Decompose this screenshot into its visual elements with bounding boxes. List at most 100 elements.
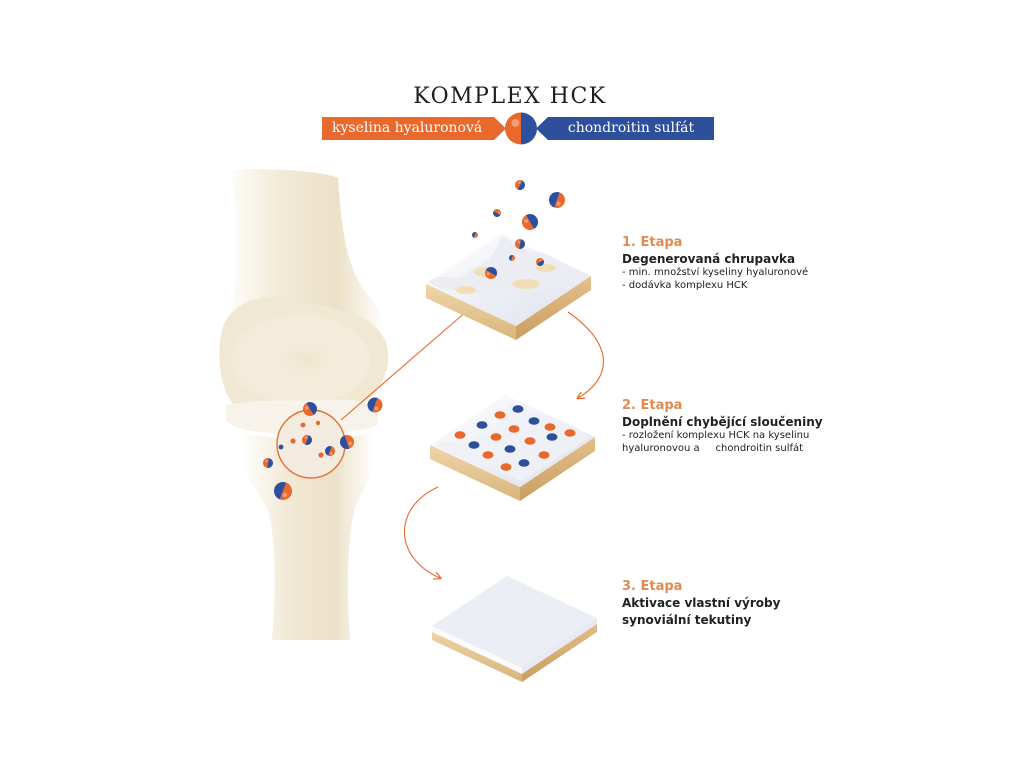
- stage-1-falling-ball-blue-half: [526, 214, 538, 229]
- stage-1-falling-ball-shine: [497, 211, 500, 214]
- joint-particle: [278, 444, 284, 450]
- stage-2-compound-dot: [490, 433, 502, 441]
- stage-1-cartilage: [426, 234, 591, 340]
- stage-1-line-2: - dodávka komplexu HCK: [622, 280, 748, 291]
- stage-1-falling-ball: [472, 232, 478, 238]
- joint-hck-ball: [303, 402, 317, 416]
- right-band-arrow-tip: [536, 117, 548, 140]
- stage-1-heading: Degenerovaná chrupavka: [622, 252, 796, 266]
- stage-1-falling-ball-orange-half: [473, 232, 478, 238]
- joint-particle: [318, 452, 324, 458]
- stage-1-falling-ball-blue-half: [549, 192, 560, 208]
- arrow-joint-to-stage-1: [340, 310, 468, 421]
- stage-1-falling-ball-blue-half: [485, 267, 497, 276]
- stage-3-smooth-surface: [432, 576, 597, 668]
- stage-1-falling-ball-shine: [474, 235, 477, 238]
- hck-complex-ball-shine: [511, 118, 520, 127]
- stage-2-line-1: - rozložení komplexu HCK na kyselinu: [622, 430, 810, 441]
- joint-hck-ball: [274, 482, 292, 500]
- stage-1-falling-ball: [522, 214, 538, 230]
- stage-2-compound-dot: [528, 417, 540, 425]
- stage-1-falling-ball: [549, 192, 565, 208]
- stage-1-falling-ball-shine: [517, 240, 520, 244]
- stage-1-falling-ball-orange-half: [554, 192, 565, 208]
- joint-hck-ball-blue-half: [274, 482, 287, 500]
- stage-2-compound-dot: [564, 429, 576, 437]
- stage-2-compound-dot: [504, 445, 516, 453]
- stage-1-falling-ball-orange-half: [510, 255, 515, 261]
- stage-1-line-1: - min. množství kyseliny hyaluronové: [622, 267, 809, 278]
- stage-1-bare-patch: [456, 286, 476, 294]
- hck-complex-ball: [505, 112, 537, 145]
- joint-hck-ball-shine: [304, 436, 308, 440]
- arrow-stage-1-to-2: [567, 311, 604, 398]
- stage-1-falling-ball-orange-half: [515, 239, 521, 249]
- stage-1-falling-ball-orange-half: [485, 270, 497, 279]
- joint-hck-ball-orange-half: [344, 435, 354, 449]
- stage-2-cartilage-cartilage-surface: [436, 403, 590, 481]
- diagram-title: KOMPLEX HCK: [413, 84, 607, 109]
- stage-1-cartilage-side-left: [426, 284, 516, 340]
- joint-particle: [315, 420, 321, 426]
- stage-1-bare-patch: [512, 279, 540, 289]
- stage-1-falling-ball: [493, 209, 501, 217]
- stage-1-falling-ball-blue-half: [536, 260, 544, 266]
- joint-particle: [300, 422, 306, 428]
- stage-2-compound-dot: [546, 433, 558, 441]
- stage-2-compound-dot: [454, 431, 466, 439]
- stage-2-compound-dot: [508, 425, 520, 433]
- stage-3-cartilage: [432, 576, 597, 682]
- magnifier-circle: [276, 409, 346, 479]
- stage-1-cartilage-side-right: [516, 276, 591, 340]
- stage-1-falling-ball-blue-half: [493, 211, 501, 217]
- stage-3-title: 3. Etapa: [622, 579, 683, 594]
- stage-2-line-2: hyaluronovou a chondroitin sulfát: [622, 443, 804, 454]
- stage-1-falling-ball-shine: [539, 259, 542, 262]
- stage-1-falling-ball-blue-half: [519, 239, 525, 249]
- joint-hck-ball-blue-half: [267, 458, 273, 468]
- stage-1-worn-surface: [428, 236, 588, 296]
- joint-hck-ball-shine: [265, 459, 268, 463]
- stage-1-falling-ball-orange-half: [515, 180, 523, 190]
- stage-2-compound-dot: [500, 463, 512, 471]
- hck-complex-ball-orange-half: [505, 112, 521, 145]
- joint-hck-ball: [340, 435, 354, 449]
- stage-3-surface-edge: [522, 618, 597, 674]
- stage-1-text: 1. Etapa Degenerovaná chrupavka - min. m…: [622, 235, 808, 292]
- stage-1-bare-patch: [536, 264, 556, 272]
- chondroitin-sulfate-label: chondroitin sulfát: [548, 117, 714, 140]
- stage-2-title: 2. Etapa: [622, 398, 683, 413]
- stage-2-cartilage-side-left: [430, 445, 520, 501]
- stage-2-compound-dot: [524, 437, 536, 445]
- left-band-arrow-tip: [494, 117, 506, 140]
- stage-3-text: 3. Etapa Aktivace vlastní výroby synoviá…: [622, 579, 780, 628]
- stage-2-compound-dot: [482, 451, 494, 459]
- stage-1-falling-ball-shine: [486, 272, 490, 276]
- stage-2-compound-dot: [544, 423, 556, 431]
- hck-complex-ball-blue-half: [521, 112, 537, 145]
- stage-1-falling-ball-shine: [556, 201, 561, 206]
- joint-hck-ball: [325, 445, 335, 456]
- stage-2-heading: Doplnění chybějící sloučeniny: [622, 415, 823, 429]
- stage-1-falling-ball-blue-half: [509, 255, 514, 261]
- joint-hck-ball-shine: [329, 451, 333, 455]
- stage-1-falling-ball: [515, 239, 525, 249]
- joint-hck-ball: [263, 458, 273, 468]
- joint-hck-ball-orange-half: [303, 402, 314, 416]
- stage-1-falling-ball-orange-half: [536, 258, 544, 264]
- femur-shading: [230, 315, 370, 405]
- arrow-stage-2-to-3: [404, 486, 440, 578]
- joint-hck-ball: [367, 397, 383, 413]
- stage-3-surface-edge: [432, 626, 522, 674]
- stage-1-falling-ball-shine: [518, 181, 521, 184]
- joint-hck-ball-orange-half: [328, 446, 335, 456]
- stage-1-falling-ball-orange-half: [522, 215, 534, 230]
- joint-hck-ball-blue-half: [305, 435, 312, 445]
- joint-hck-ball-orange-half: [279, 482, 292, 500]
- stage-2-cartilage: [430, 395, 595, 501]
- stage-1-falling-ball-blue-half: [517, 180, 525, 190]
- joint-hck-ball-blue-half: [367, 397, 378, 413]
- hyaluronic-acid-label: kyselina hyaluronová: [322, 117, 494, 140]
- joint-hck-ball-shine: [374, 406, 379, 411]
